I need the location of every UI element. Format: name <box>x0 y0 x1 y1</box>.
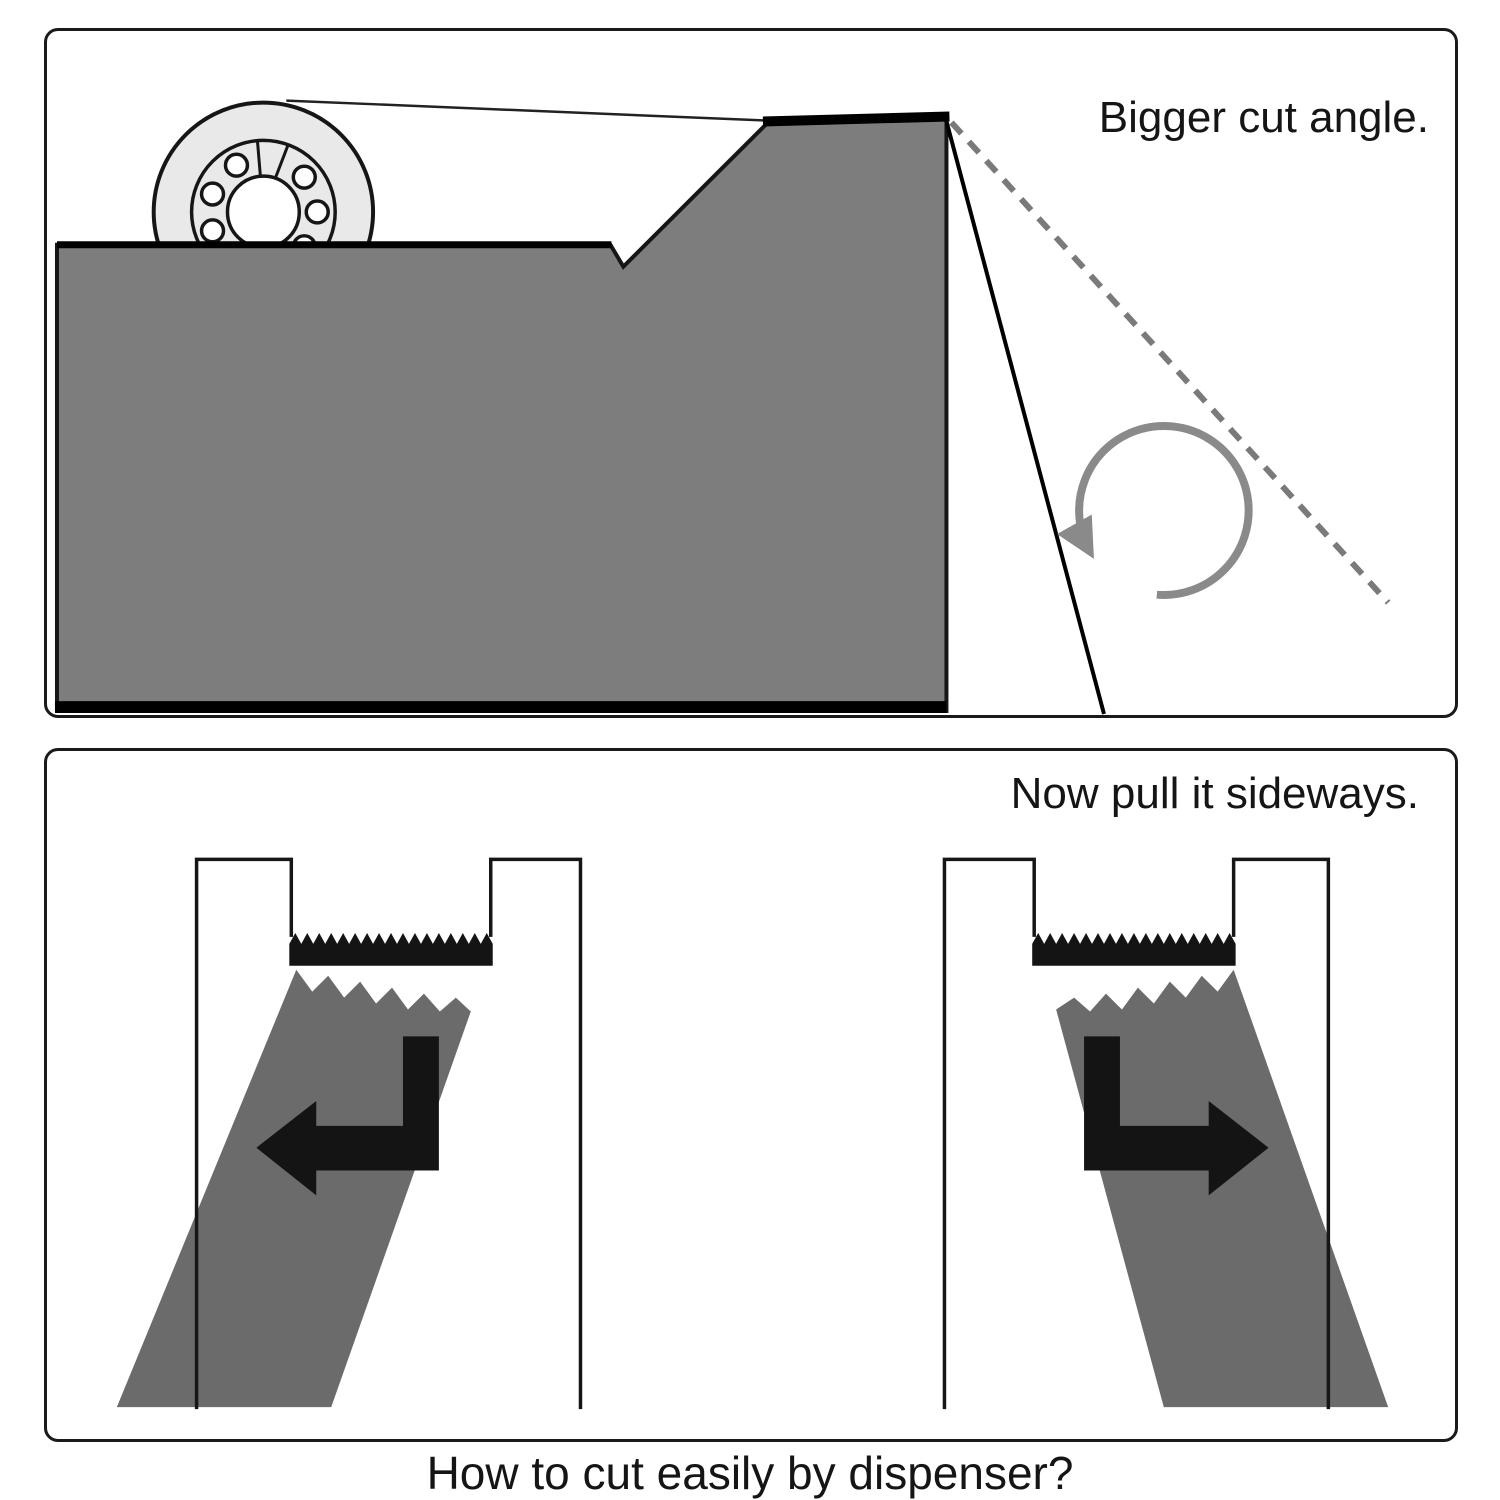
small-angle-cut-line <box>943 116 1106 715</box>
pull-left-illustration <box>116 857 583 1410</box>
blade-plateau-edge <box>762 111 950 127</box>
dispenser-slot-right-outline <box>942 857 1331 1410</box>
tape-path-line <box>286 99 766 122</box>
panel-top-caption: Bigger cut angle. <box>1098 93 1429 142</box>
pull-right-arrow-icon <box>1084 1036 1269 1196</box>
panel-pull-sideways: Now pull it sideways. <box>44 748 1458 1442</box>
dispenser-side-view-diagram <box>54 99 1391 715</box>
panel-bottom-caption: Now pull it sideways. <box>1010 769 1419 818</box>
roll-segment-lines <box>255 140 290 179</box>
serrated-blade-right-icon <box>1032 932 1236 966</box>
serrated-blade-left-icon <box>289 932 493 966</box>
footer-question: How to cut easily by dispenser? <box>426 1447 1074 1499</box>
dispenser-slot-left-outline <box>194 857 583 1410</box>
rotation-arrow-icon <box>1057 422 1253 599</box>
pull-right-illustration <box>942 857 1389 1410</box>
pull-left-arrow-icon <box>256 1036 439 1196</box>
bigger-angle-dashed-line <box>949 120 1391 605</box>
panel-bigger-cut-angle: Bigger cut angle. <box>44 28 1458 718</box>
tape-band-left <box>116 969 471 1408</box>
tape-band-right <box>1056 969 1389 1408</box>
pull-sideways-diagram <box>116 857 1389 1410</box>
